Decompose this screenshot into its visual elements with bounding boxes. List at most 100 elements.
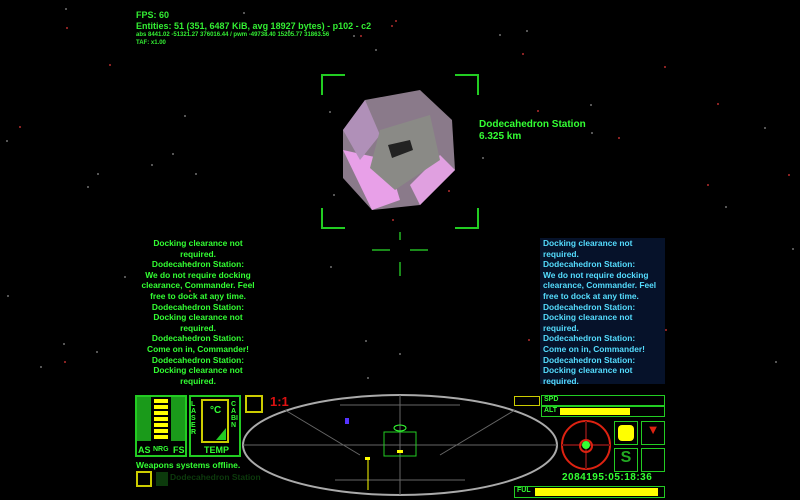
star xyxy=(774,361,777,364)
alt-label: ALT xyxy=(544,407,558,414)
target-lock-icon[interactable] xyxy=(136,471,152,487)
target-distance: 6.325 km xyxy=(479,131,522,142)
star xyxy=(123,275,126,278)
comms-line: required. xyxy=(543,248,579,259)
comms-line: Dodecahedron Station: xyxy=(543,333,636,344)
spd-label: SPD xyxy=(544,396,559,403)
comms-line: Dodecahedron Station: xyxy=(151,333,245,344)
target-brackets xyxy=(321,74,479,229)
cabin-temp-label: CABIN xyxy=(231,401,238,429)
comms-line: required. xyxy=(180,322,216,333)
target-name: Dodecahedron Station xyxy=(479,119,586,130)
star xyxy=(764,126,767,129)
comms-line: Dodecahedron Station: xyxy=(151,301,245,312)
ecm-icon[interactable] xyxy=(614,421,638,445)
ful-label: FUL xyxy=(517,487,531,494)
star xyxy=(528,339,531,342)
energy-bank xyxy=(154,411,168,415)
star xyxy=(189,289,192,292)
entities-readout: Entities: 51 (351, 6487 KiB, avg 18927 b… xyxy=(136,21,372,31)
compass xyxy=(561,420,611,470)
star xyxy=(707,183,710,186)
star xyxy=(791,247,794,250)
energy-shield-panel: AS NRG FS xyxy=(135,395,187,457)
star xyxy=(328,110,331,113)
coords-readout: abs 8441.02 -51321.27 376016.44 / pwm -4… xyxy=(136,32,330,38)
comms-line: Dodecahedron Station: xyxy=(543,259,636,270)
star xyxy=(390,24,393,27)
as-label: AS xyxy=(138,445,151,455)
dodecahedron-station[interactable] xyxy=(343,90,455,210)
speed-icon xyxy=(514,396,540,406)
crosshair xyxy=(372,232,428,276)
energy-banks xyxy=(154,399,168,441)
comms-line: Docking clearance not xyxy=(153,238,243,248)
star xyxy=(6,294,9,297)
aft-shield-bar xyxy=(137,397,151,441)
star xyxy=(589,104,592,107)
comms-line: required. xyxy=(543,375,579,386)
comms-line: free to dock at any time. xyxy=(543,290,639,301)
target-slot-name: Dodecahedron Station xyxy=(170,472,261,482)
comms-line: clearance, Commander. Feel xyxy=(543,280,657,291)
scanner[interactable] xyxy=(242,394,558,496)
star xyxy=(392,218,395,221)
comms-line: Dodecahedron Station: xyxy=(151,259,245,270)
fs-label: FS xyxy=(173,445,185,455)
star xyxy=(522,53,525,56)
status-message: Weapons systems offline. xyxy=(136,460,241,470)
star xyxy=(352,34,355,37)
star xyxy=(243,11,246,14)
laser-temp-label: LASER xyxy=(191,401,197,436)
star xyxy=(172,153,175,156)
game-clock: 2084195:05:18:36 xyxy=(562,472,653,483)
star xyxy=(395,20,398,23)
comms-line: We do not require docking xyxy=(145,269,251,280)
missile-icon[interactable] xyxy=(245,395,263,413)
fps-readout: FPS: 60 xyxy=(136,10,170,20)
star xyxy=(788,173,791,176)
temperature-panel: LASER CABIN °C TEMP xyxy=(189,395,241,457)
comms-line: free to dock at any time. xyxy=(150,290,246,301)
star xyxy=(216,298,219,301)
fuel-fill xyxy=(535,488,659,496)
star xyxy=(184,115,187,118)
star xyxy=(65,8,68,11)
energy-bank xyxy=(154,399,168,403)
star xyxy=(151,163,154,166)
energy-bank xyxy=(154,405,168,409)
docking-computer-icon[interactable] xyxy=(641,448,665,472)
star xyxy=(109,64,112,67)
star xyxy=(87,186,90,189)
comms-line: Docking clearance not xyxy=(153,312,243,323)
star xyxy=(448,190,451,193)
star xyxy=(365,340,367,343)
altitude-fill xyxy=(560,408,630,415)
energy-bank xyxy=(154,423,168,427)
comms-line: Docking clearance not xyxy=(153,365,243,376)
star xyxy=(96,173,99,176)
star xyxy=(195,172,198,175)
time-acceleration: 1:1 xyxy=(270,394,289,409)
taf-readout: TAF: x1.00 xyxy=(136,40,166,46)
temp-gauge: °C xyxy=(201,399,229,443)
star xyxy=(329,265,332,268)
star xyxy=(618,137,621,140)
star xyxy=(5,140,8,143)
alert-condition-icon: ▼ xyxy=(641,421,665,445)
star xyxy=(19,126,22,129)
comms-line: Come on in, Commander! xyxy=(543,343,645,354)
star xyxy=(591,131,594,134)
comms-line: We do not require docking xyxy=(543,269,649,280)
star xyxy=(188,262,191,265)
comms-line: Dodecahedron Station: xyxy=(151,354,245,365)
star xyxy=(664,65,667,68)
cabin-temp-fill xyxy=(216,428,226,440)
altitude-gauge: ALT xyxy=(541,406,665,417)
speed-gauge: SPD xyxy=(541,395,665,406)
comms-line: Docking clearance not xyxy=(543,312,633,323)
energy-bank xyxy=(154,429,168,433)
temp-label: TEMP xyxy=(204,445,230,455)
